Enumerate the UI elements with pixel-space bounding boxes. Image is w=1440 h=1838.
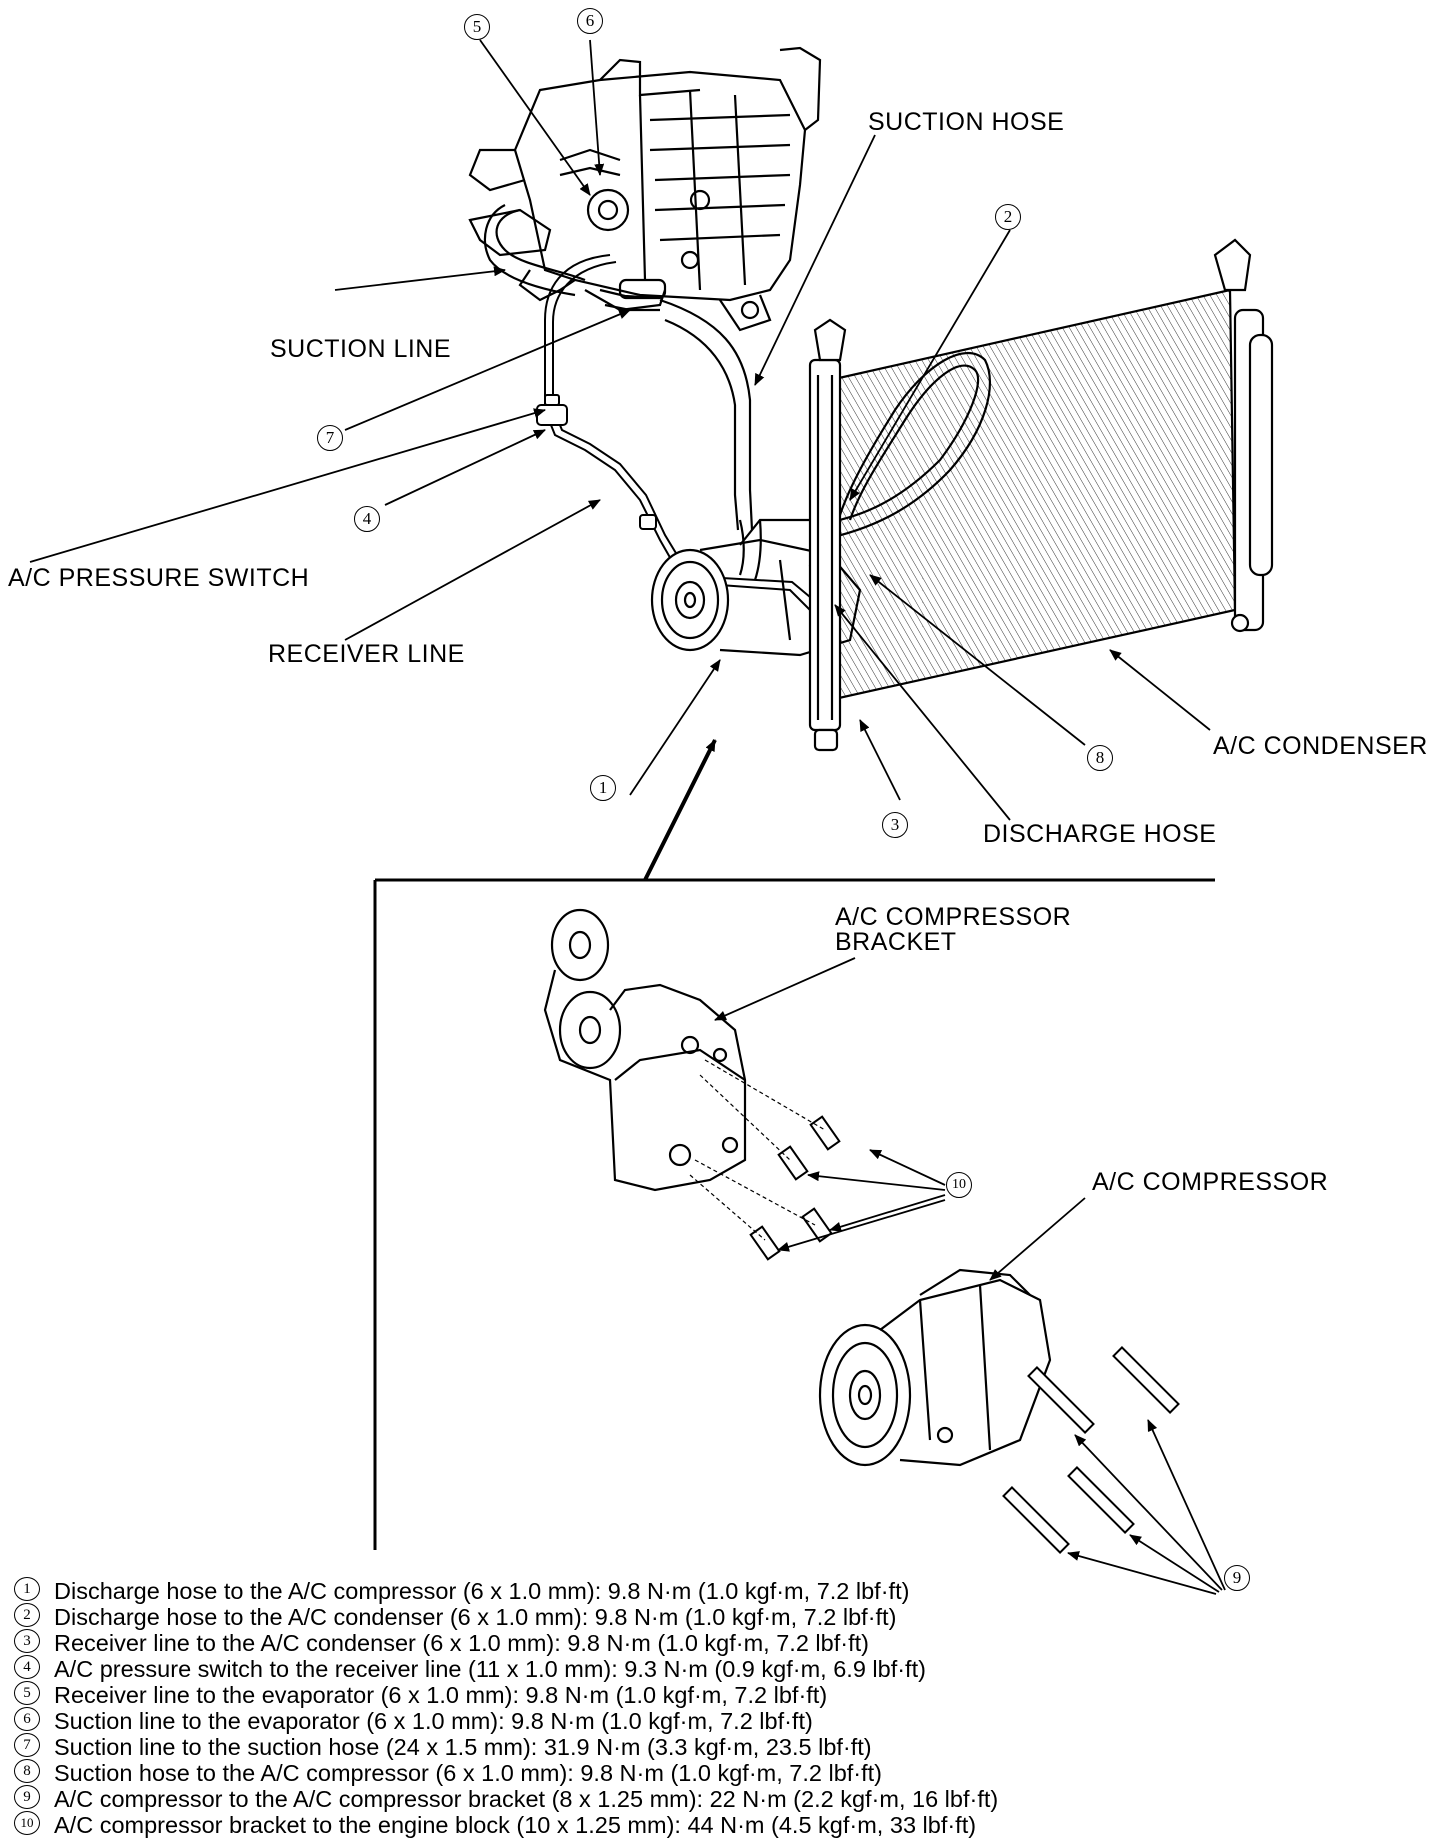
callout-8: 8 <box>1087 745 1113 771</box>
legend-item: 2 Discharge hose to the A/C condenser (6 … <box>14 1602 1314 1630</box>
callout-10: 10 <box>946 1172 972 1198</box>
callout-4: 4 <box>354 506 380 532</box>
suction-hose <box>659 298 762 581</box>
legend-number: 10 <box>14 1810 40 1835</box>
legend-text: A/C compressor bracket to the engine blo… <box>54 1811 977 1838</box>
legend-item: 1 Discharge hose to the A/C compressor (6… <box>14 1576 1314 1604</box>
legend-item: 6 Suction line to the evaporator (6 x 1.0… <box>14 1706 1314 1734</box>
bracket-bolts <box>749 1115 841 1261</box>
bracket-bolt-lines <box>689 1059 826 1241</box>
callout-2: 2 <box>995 204 1021 230</box>
legend-number: 6 <box>14 1706 40 1731</box>
suction-line <box>483 204 661 312</box>
evaporator-unit <box>468 46 822 332</box>
legend-item: 7 Suction line to the suction hose (24 x … <box>14 1732 1314 1760</box>
label-bracket-line1: A/C COMPRESSOR <box>835 903 1072 931</box>
callout-1: 1 <box>590 775 616 801</box>
compressor-inset <box>818 1268 1052 1467</box>
callout-6: 6 <box>577 8 603 34</box>
compressor-label-leader <box>989 1197 1086 1281</box>
condenser <box>808 238 1274 752</box>
legend-item: 5 Receiver line to the evaporator (6 x 1.… <box>14 1680 1314 1708</box>
legend-number: 9 <box>14 1784 40 1809</box>
compressor-bracket <box>543 908 747 1192</box>
legend-number: 3 <box>14 1628 40 1653</box>
label-bracket-line2: BRACKET <box>835 928 957 956</box>
callout-5: 5 <box>464 14 490 40</box>
compressor-bolts <box>1002 1346 1180 1554</box>
callout-7: 7 <box>317 425 343 451</box>
label-suction-line: SUCTION LINE <box>270 335 452 363</box>
bracket-label-leader <box>714 957 856 1021</box>
legend-text: Discharge hose to the A/C compressor (6 … <box>54 1577 910 1604</box>
legend-text: Receiver line to the A/C condenser (6 x … <box>54 1629 869 1656</box>
legend-number: 1 <box>14 1576 40 1601</box>
legend-text: Suction line to the suction hose (24 x 1… <box>54 1733 872 1760</box>
legend-item: 10 A/C compressor bracket to the engine b… <box>14 1810 1314 1838</box>
label-pressure-switch: A/C PRESSURE SWITCH <box>8 564 310 592</box>
bracket-bolt-arrows <box>777 1149 946 1252</box>
inset-frame <box>373 878 1215 1550</box>
leader-lines <box>29 39 1211 821</box>
legend-text: Suction hose to the A/C compressor (6 x … <box>54 1759 883 1786</box>
label-discharge-hose: DISCHARGE HOSE <box>983 820 1217 848</box>
legend-item: 3 Receiver line to the A/C condenser (6 x… <box>14 1628 1314 1656</box>
legend-number: 2 <box>14 1602 40 1627</box>
legend-number: 4 <box>14 1654 40 1679</box>
legend-text: Suction line to the evaporator (6 x 1.0 … <box>54 1707 813 1734</box>
torque-legend: 1 Discharge hose to the A/C compressor (6… <box>14 1576 1314 1838</box>
legend-number: 7 <box>14 1732 40 1757</box>
label-compressor: A/C COMPRESSOR <box>1092 1168 1329 1196</box>
legend-item: 4 A/C pressure switch to the receiver lin… <box>14 1654 1314 1682</box>
legend-text: Receiver line to the evaporator (6 x 1.0… <box>54 1681 828 1708</box>
compressor-bolt-arrows <box>1067 1419 1226 1595</box>
legend-item: 9 A/C compressor to the A/C compressor br… <box>14 1784 1314 1812</box>
legend-text: A/C pressure switch to the receiver line… <box>54 1655 926 1682</box>
label-suction-hose: SUCTION HOSE <box>868 108 1065 136</box>
pressure-switch <box>536 394 568 426</box>
legend-text: Discharge hose to the A/C condenser (6 x… <box>54 1603 897 1630</box>
legend-number: 8 <box>14 1758 40 1783</box>
inset-pointer-line <box>643 739 717 881</box>
legend-number: 5 <box>14 1680 40 1705</box>
label-condenser: A/C CONDENSER <box>1213 732 1428 760</box>
label-receiver-line: RECEIVER LINE <box>268 640 465 668</box>
legend-text: A/C compressor to the A/C compressor bra… <box>54 1785 999 1812</box>
legend-item: 8 Suction hose to the A/C compressor (6 x… <box>14 1758 1314 1786</box>
callout-9: 9 <box>1224 1565 1250 1591</box>
callout-3: 3 <box>882 812 908 838</box>
